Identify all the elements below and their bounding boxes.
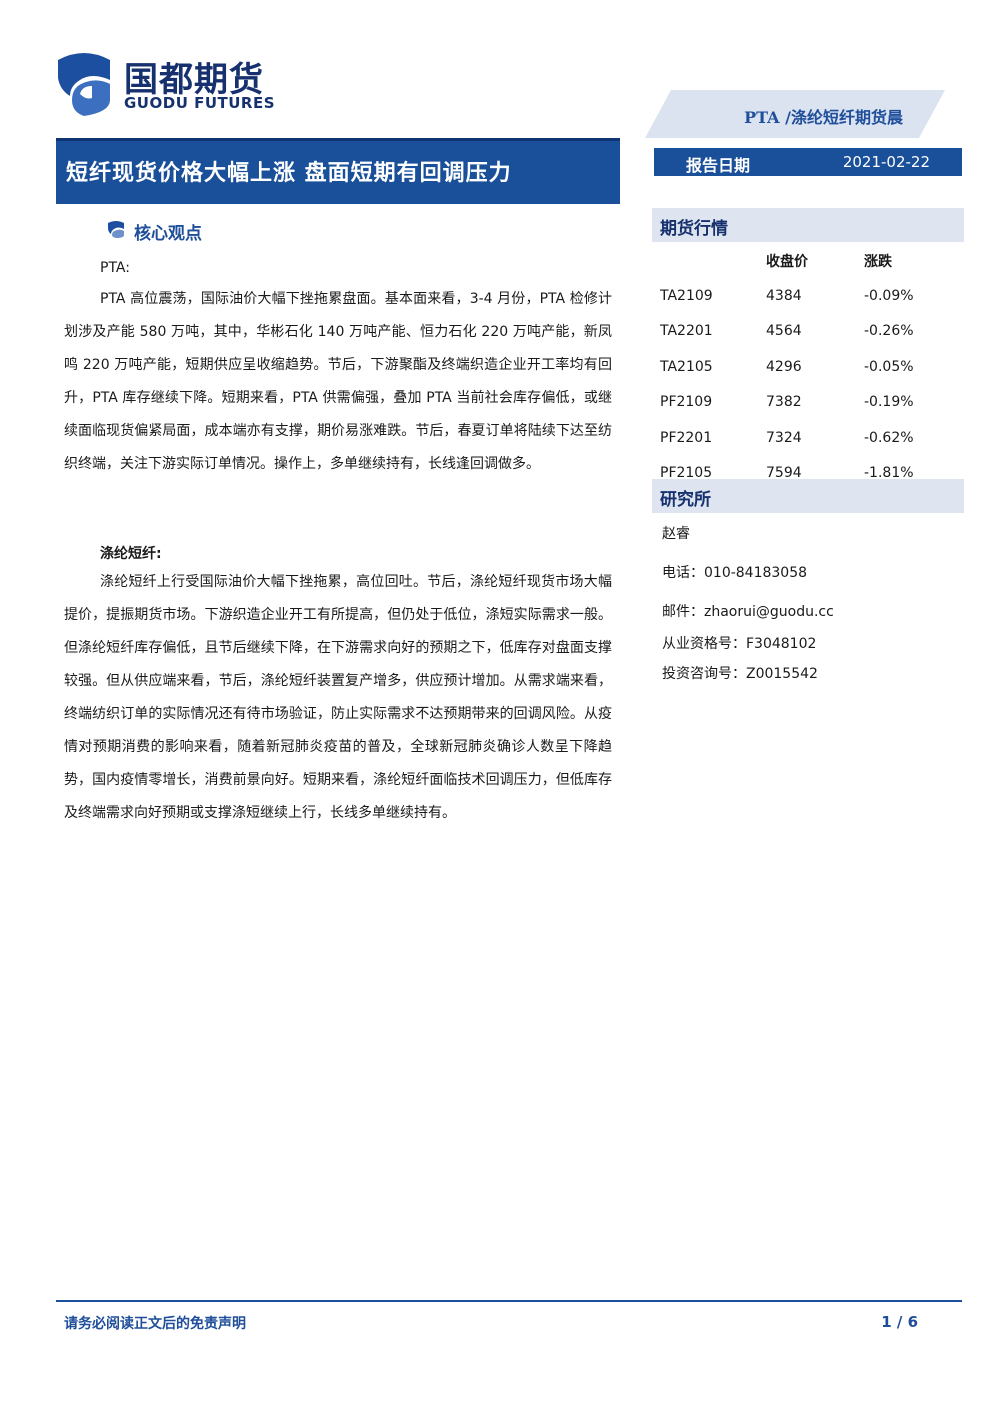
core-views-title: 核心观点 (134, 224, 202, 244)
page-number: 1 / 6 (881, 1313, 918, 1331)
logo-cn-text: 国都期货 (124, 60, 264, 100)
contract-cell: PF2109 (660, 394, 713, 411)
report-date-label: 报告日期 (686, 156, 751, 175)
category-text: PTA /涤纶短纤期货晨 (744, 108, 903, 127)
close-price-cell: 7594 (766, 465, 802, 482)
logo-mark-icon (58, 53, 110, 116)
pta-text: PTA 高位震荡，国际油价大幅下挫拖累盘面。基本面来看，3-4 月份，PTA 检… (64, 291, 612, 472)
market-section-header: 期货行情 (652, 208, 964, 242)
qualification-number: 从业资格号：F3048102 (662, 636, 817, 652)
change-cell: -0.26% (864, 323, 914, 340)
report-date-bar: 报告日期 2021-02-22 (654, 148, 962, 176)
pta-paragraph: PTA 高位震荡，国际油价大幅下挫拖累盘面。基本面来看，3-4 月份，PTA 检… (64, 283, 612, 481)
company-logo: 国都期货 GUODU FUTURES (52, 50, 292, 120)
table-row: TA2201 4564 -0.26% (652, 314, 964, 350)
psf-label: 涤纶短纤: (100, 546, 162, 562)
report-date-value: 2021-02-22 (842, 153, 930, 171)
contract-cell: PF2201 (660, 429, 713, 446)
page-title: 短纤现货价格大幅上涨 盘面短期有回调压力 (66, 160, 512, 186)
contract-cell: TA2201 (660, 323, 713, 340)
table-header-row: 收盘价 涨跌 (652, 244, 964, 278)
column-header: 涨跌 (864, 254, 892, 270)
analyst-email[interactable]: 邮件：zhaorui@guodu.cc (662, 604, 834, 620)
table-row: PF2105 7594 -1.81% (652, 456, 964, 492)
change-cell: -0.09% (864, 287, 914, 304)
column-header: 收盘价 (766, 254, 808, 270)
research-section-title: 研究所 (660, 490, 711, 510)
disclaimer-note: 请务必阅读正文后的免责声明 (64, 1316, 246, 1332)
category-banner: PTA /涤纶短纤期货晨 (645, 90, 945, 138)
research-section-header: 研究所 (652, 479, 964, 513)
analyst-name: 赵睿 (662, 526, 690, 542)
section-logo-icon (108, 221, 124, 238)
psf-paragraph: 涤纶短纤上行受国际油价大幅下挫拖累，高位回吐。节后，涤纶短纤现货市场大幅提价，提… (64, 566, 612, 830)
close-price-cell: 4296 (766, 358, 802, 375)
close-price-cell: 7324 (766, 429, 802, 446)
column-header (652, 244, 765, 278)
change-cell: -1.81% (864, 465, 914, 482)
pta-label: PTA: (100, 260, 130, 276)
close-price-cell: 7382 (766, 394, 802, 411)
contract-cell: TA2109 (660, 287, 713, 304)
change-cell: -0.19% (864, 394, 914, 411)
table-row: PF2109 7382 -0.19% (652, 385, 964, 421)
contract-cell: TA2105 (660, 358, 713, 375)
table-row: TA2105 4296 -0.05% (652, 349, 964, 385)
table-row: TA2109 4384 -0.09% (652, 278, 964, 314)
contract-cell: PF2105 (660, 465, 713, 482)
title-bar: 短纤现货价格大幅上涨 盘面短期有回调压力 (56, 138, 620, 204)
market-table: 收盘价 涨跌 TA2109 4384 -0.09% TA2201 4564 -0… (652, 244, 964, 491)
close-price-cell: 4564 (766, 323, 802, 340)
consulting-number: 投资咨询号：Z0015542 (662, 666, 818, 682)
close-price-cell: 4384 (766, 287, 802, 304)
table-row: PF2201 7324 -0.62% (652, 420, 964, 456)
psf-text: 涤纶短纤上行受国际油价大幅下挫拖累，高位回吐。节后，涤纶短纤现货市场大幅提价，提… (64, 574, 612, 821)
change-cell: -0.05% (864, 358, 914, 375)
logo-en-text: GUODU FUTURES (124, 94, 276, 112)
footer-divider (56, 1300, 962, 1302)
market-section-title: 期货行情 (660, 219, 728, 239)
change-cell: -0.62% (864, 429, 914, 446)
analyst-phone: 电话：010-84183058 (662, 565, 808, 581)
